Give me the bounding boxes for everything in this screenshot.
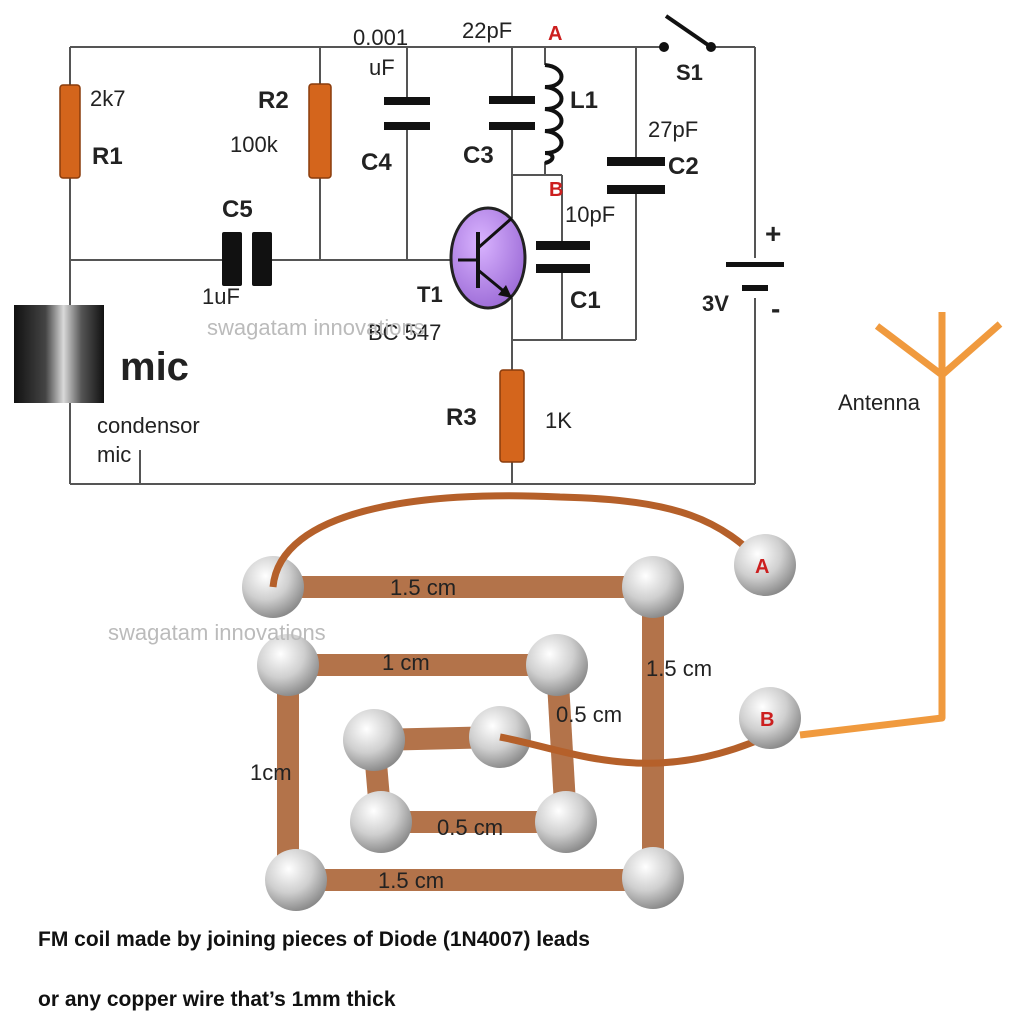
c3-value: 22pF [462,18,512,43]
coil-joint [535,791,597,853]
lead-to-b [499,731,772,767]
coil-joint [257,634,319,696]
dim-upper-inner: 1 cm [382,650,430,675]
mic-label: mic [120,345,189,389]
coil-joint [265,849,327,911]
schematic-point-b: B [549,179,563,201]
c3-label: C3 [463,142,494,169]
r2-value: 100k [230,132,279,157]
schematic-watermark: swagatam innovations [207,315,425,340]
resistor-r1: 2k7 R1 [59,84,125,179]
resistor-r3: R3 1K [446,369,572,463]
mic-desc-line2: mic [97,442,131,467]
caption-line-1: FM coil made by joining pieces of Diode … [38,928,590,951]
t1-label: T1 [417,282,443,307]
switch-s1: S1 [659,14,716,85]
transistor-t1: T1 BC 547 [368,206,527,345]
coil-terminal-b: B [739,687,801,749]
resistor-r2: R2 100k [230,83,332,179]
dim-bottom-inner: 0.5 cm [437,815,503,840]
dim-right-inner: 0.5 cm [556,702,622,727]
c2-label: C2 [668,153,699,180]
c5-label: C5 [222,196,253,223]
antenna-label: Antenna [838,390,921,415]
r1-label: R1 [92,143,123,170]
lead-to-a [269,492,768,588]
coil-joint [343,709,405,771]
t1-part: BC 547 [368,320,441,345]
coil-joint [350,791,412,853]
c4-value-line2: uF [369,55,395,80]
dim-right-outer: 1.5 cm [646,656,712,681]
coil-joint [622,847,684,909]
caption-line-2: or any copper wire that’s 1mm thick [38,988,396,1011]
schematic-wiring [69,46,756,485]
coil-joint [622,556,684,618]
coil-joint [526,634,588,696]
c4-label: C4 [361,149,392,176]
capacitor-c2: 27pF C2 [607,117,699,194]
battery-minus: - [771,293,780,324]
r3-label: R3 [446,404,477,431]
l1-label: L1 [570,87,598,114]
r3-value: 1K [545,408,572,433]
schematic-point-a: A [548,23,562,45]
battery-3v: + - 3V [702,218,784,324]
terminal-b-label: B [760,709,774,731]
antenna-icon [799,312,1003,739]
s1-label: S1 [676,60,703,85]
mic-desc-line1: condensor [97,413,200,438]
dim-left-inner: 1cm [250,760,292,785]
terminal-a-label: A [755,556,769,578]
c1-label: C1 [570,287,601,314]
r1-value: 2k7 [90,86,125,111]
capacitor-c5: C5 1uF [202,196,272,309]
capacitor-c3: 22pF C3 [462,18,535,169]
coil-terminal-a: A [734,534,796,596]
c5-value: 1uF [202,284,240,309]
inductor-l1: L1 [544,63,598,165]
c4-value-line1: 0.001 [353,25,408,50]
c2-value: 27pF [648,117,698,142]
coil-watermark: swagatam innovations [108,620,326,645]
battery-label: 3V [702,291,729,316]
dim-bottom-outer: 1.5 cm [378,868,444,893]
fm-coil [242,556,684,911]
dim-top-outer: 1.5 cm [390,575,456,600]
condenser-mic: mic condensor mic [14,305,200,467]
capacitor-c4: 0.001 uF C4 [353,25,430,176]
capacitor-c1: 10pF C1 [536,202,615,314]
c1-value: 10pF [565,202,615,227]
battery-plus: + [765,218,781,249]
r2-label: R2 [258,87,289,114]
